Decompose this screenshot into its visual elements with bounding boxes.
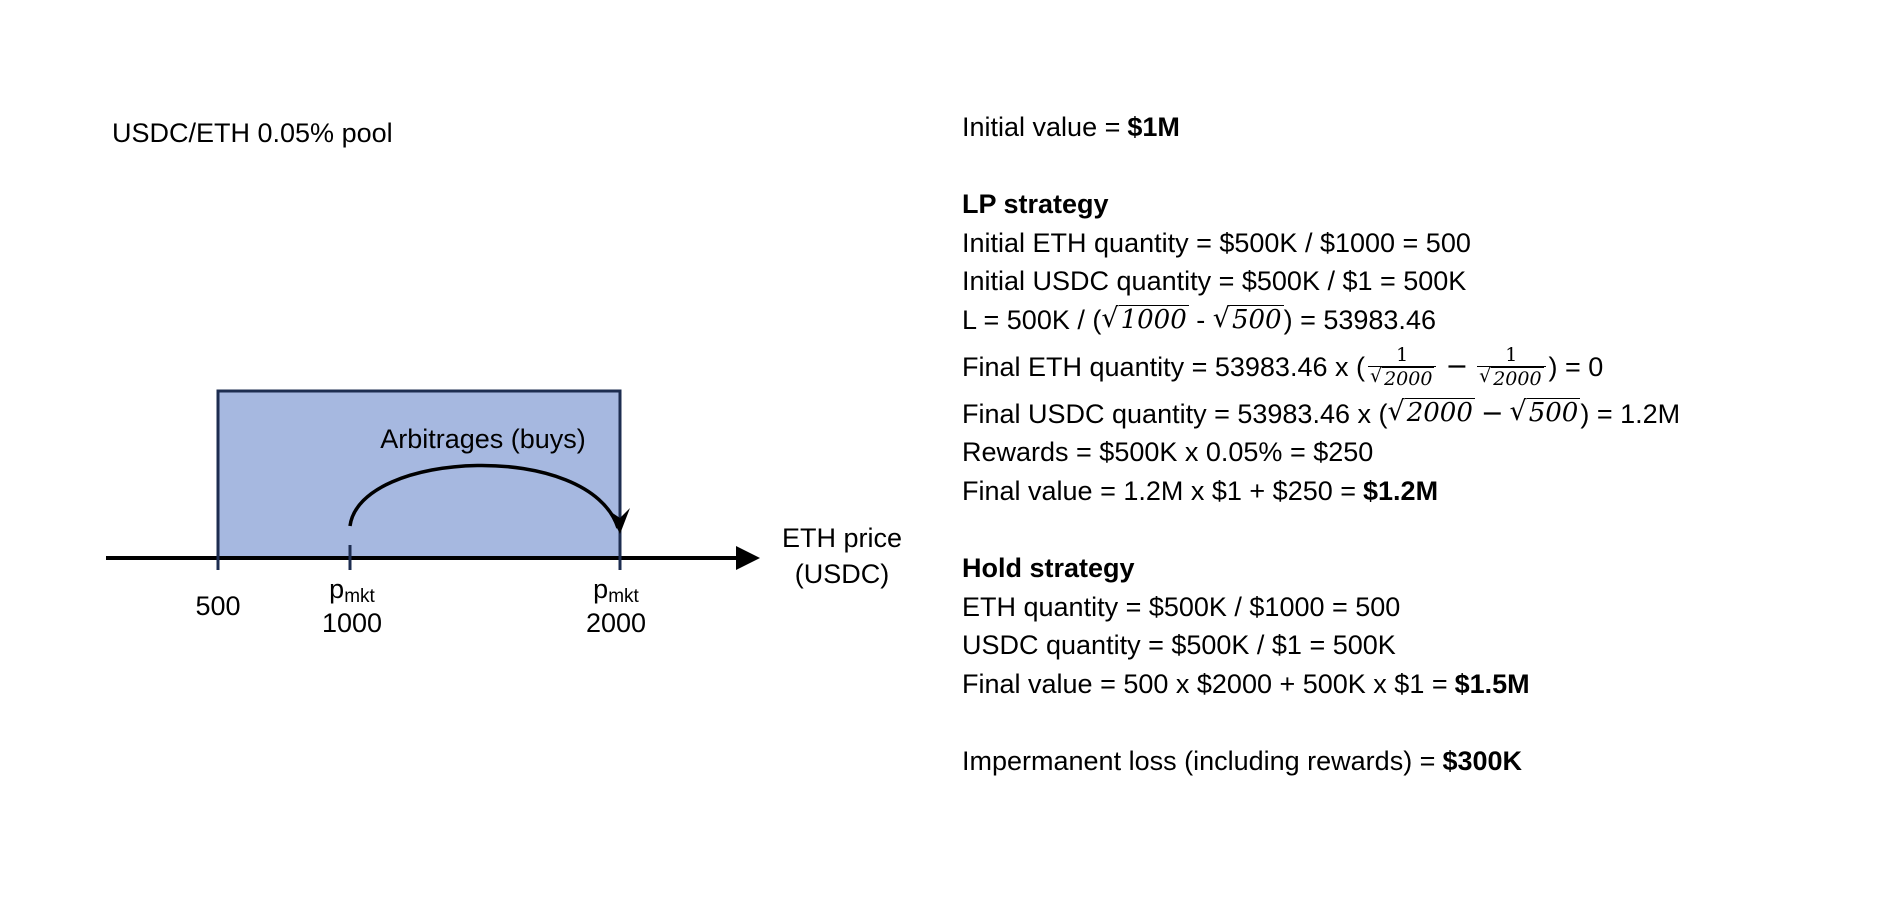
- p-subscript: mkt: [608, 586, 639, 607]
- tick-label-500: 500: [195, 591, 240, 621]
- sqrt-radicand: 2000: [1404, 398, 1475, 429]
- sqrt-1000: √1000: [1101, 302, 1189, 336]
- fraction-numerator: 1: [1396, 343, 1409, 366]
- tick-label-1000: 1000: [322, 608, 382, 638]
- final-eth-formula: Final ETH quantity = 53983.46 x ( 1 √200…: [962, 340, 1862, 395]
- axis-arrowhead-icon: [736, 546, 760, 570]
- fraction-denominator: √2000: [1477, 364, 1546, 391]
- spacer: [962, 703, 1862, 742]
- fraction-numerator: 1: [1505, 343, 1518, 366]
- initial-value-prefix: Initial value =: [962, 112, 1121, 142]
- sqrt-radicand: 500: [1229, 304, 1284, 335]
- sqrt-500-b: √500: [1510, 398, 1581, 429]
- sqrt-radicand: 2000: [1382, 366, 1435, 390]
- axis-label-line2: (USDC): [795, 559, 890, 589]
- spacer: [962, 510, 1862, 549]
- L-suffix: ) = 53983.46: [1283, 304, 1436, 335]
- arc-arrowhead-icon: [608, 508, 630, 534]
- lp-final-prefix: Final value = 1.2M x $1 + $250 =: [962, 475, 1357, 506]
- initial-value-line: Initial value = $1M: [962, 108, 1862, 147]
- rewards-line: Rewards = $500K x 0.05% = $250: [962, 437, 1374, 468]
- lp-usdc-quantity: Initial USDC quantity = $500K / $1 = 500…: [962, 266, 1467, 297]
- lp-strategy-heading: LP strategy: [962, 189, 1109, 220]
- initial-value-amount: $1M: [1127, 112, 1180, 142]
- lp-final-value-line: Final value = 1.2M x $1 + $250 = $1.2M: [962, 472, 1862, 511]
- minus-operator: −: [1445, 350, 1469, 382]
- final-usdc-formula: Final USDC quantity = 53983.46 x ( √2000…: [962, 395, 1862, 434]
- hold-eth-quantity: ETH quantity = $500K / $1000 = 500: [962, 591, 1401, 622]
- minus-text: -: [1188, 304, 1213, 335]
- impermanent-loss-line: Impermanent loss (including rewards) = $…: [962, 742, 1862, 781]
- p-subscript: mkt: [344, 586, 375, 607]
- axis-label-line1: ETH price: [782, 523, 902, 553]
- lp-final-amount: $1.2M: [1363, 475, 1439, 506]
- minus-operator: −: [1480, 397, 1504, 429]
- lp-eth-quantity: Initial ETH quantity = $500K / $1000 = 5…: [962, 227, 1471, 258]
- liquidity-formula: L = 500K / ( √1000 - √500 ) = 53983.46: [962, 301, 1862, 340]
- sqrt-icon: √: [1369, 364, 1383, 387]
- il-prefix: Impermanent loss (including rewards) =: [962, 745, 1436, 776]
- hold-final-value-line: Final value = 500 x $2000 + 500K x $1 = …: [962, 665, 1862, 704]
- fraction-1: 1 √2000: [1367, 343, 1437, 391]
- price-range-diagram: USDC/ETH 0.05% pool Arbitrages (buys) 50…: [106, 118, 902, 638]
- il-amount: $300K: [1442, 745, 1523, 776]
- p-symbol: p: [593, 574, 608, 604]
- hold-usdc-quantity: USDC quantity = $500K / $1 = 500K: [962, 630, 1396, 661]
- sqrt-icon: √: [1479, 364, 1492, 387]
- final-usdc-suffix: ) = 1.2M: [1580, 398, 1681, 429]
- final-eth-prefix: Final ETH quantity = 53983.46 x (: [962, 351, 1365, 382]
- final-usdc-prefix: Final USDC quantity = 53983.46 x (: [962, 398, 1388, 429]
- arc-label: Arbitrages (buys): [380, 424, 586, 454]
- sqrt-2000: √2000: [1387, 396, 1475, 429]
- p-symbol: p: [329, 574, 344, 604]
- spacer: [962, 147, 1862, 186]
- fraction-denominator: √2000: [1367, 364, 1437, 391]
- tick-symbol-2000: pmkt: [593, 574, 639, 607]
- hold-strategy-heading: Hold strategy: [962, 552, 1135, 583]
- sqrt-radicand: 500: [1526, 398, 1581, 429]
- arbitrage-arc: [348, 463, 620, 529]
- pool-title: USDC/ETH 0.05% pool: [112, 118, 393, 148]
- tick-label-2000: 2000: [586, 608, 646, 638]
- final-eth-suffix: ) = 0: [1548, 351, 1604, 382]
- fraction-2: 1 √2000: [1477, 343, 1546, 391]
- L-prefix: L = 500K / (: [962, 304, 1102, 335]
- sqrt-icon: √: [1101, 302, 1119, 334]
- hold-final-prefix: Final value = 500 x $2000 + 500K x $1 =: [962, 668, 1448, 699]
- calculation-panel: Initial value = $1M LP strategy Initial …: [962, 108, 1862, 781]
- sqrt-radicand: 2000: [1491, 366, 1544, 390]
- hold-final-amount: $1.5M: [1454, 668, 1530, 699]
- sqrt-icon: √: [1509, 396, 1527, 428]
- sqrt-icon: √: [1387, 396, 1405, 428]
- tick-symbol-1000: pmkt: [329, 574, 375, 607]
- sqrt-500: √500: [1212, 302, 1284, 336]
- sqrt-radicand: 1000: [1118, 304, 1189, 335]
- sqrt-icon: √: [1212, 302, 1230, 334]
